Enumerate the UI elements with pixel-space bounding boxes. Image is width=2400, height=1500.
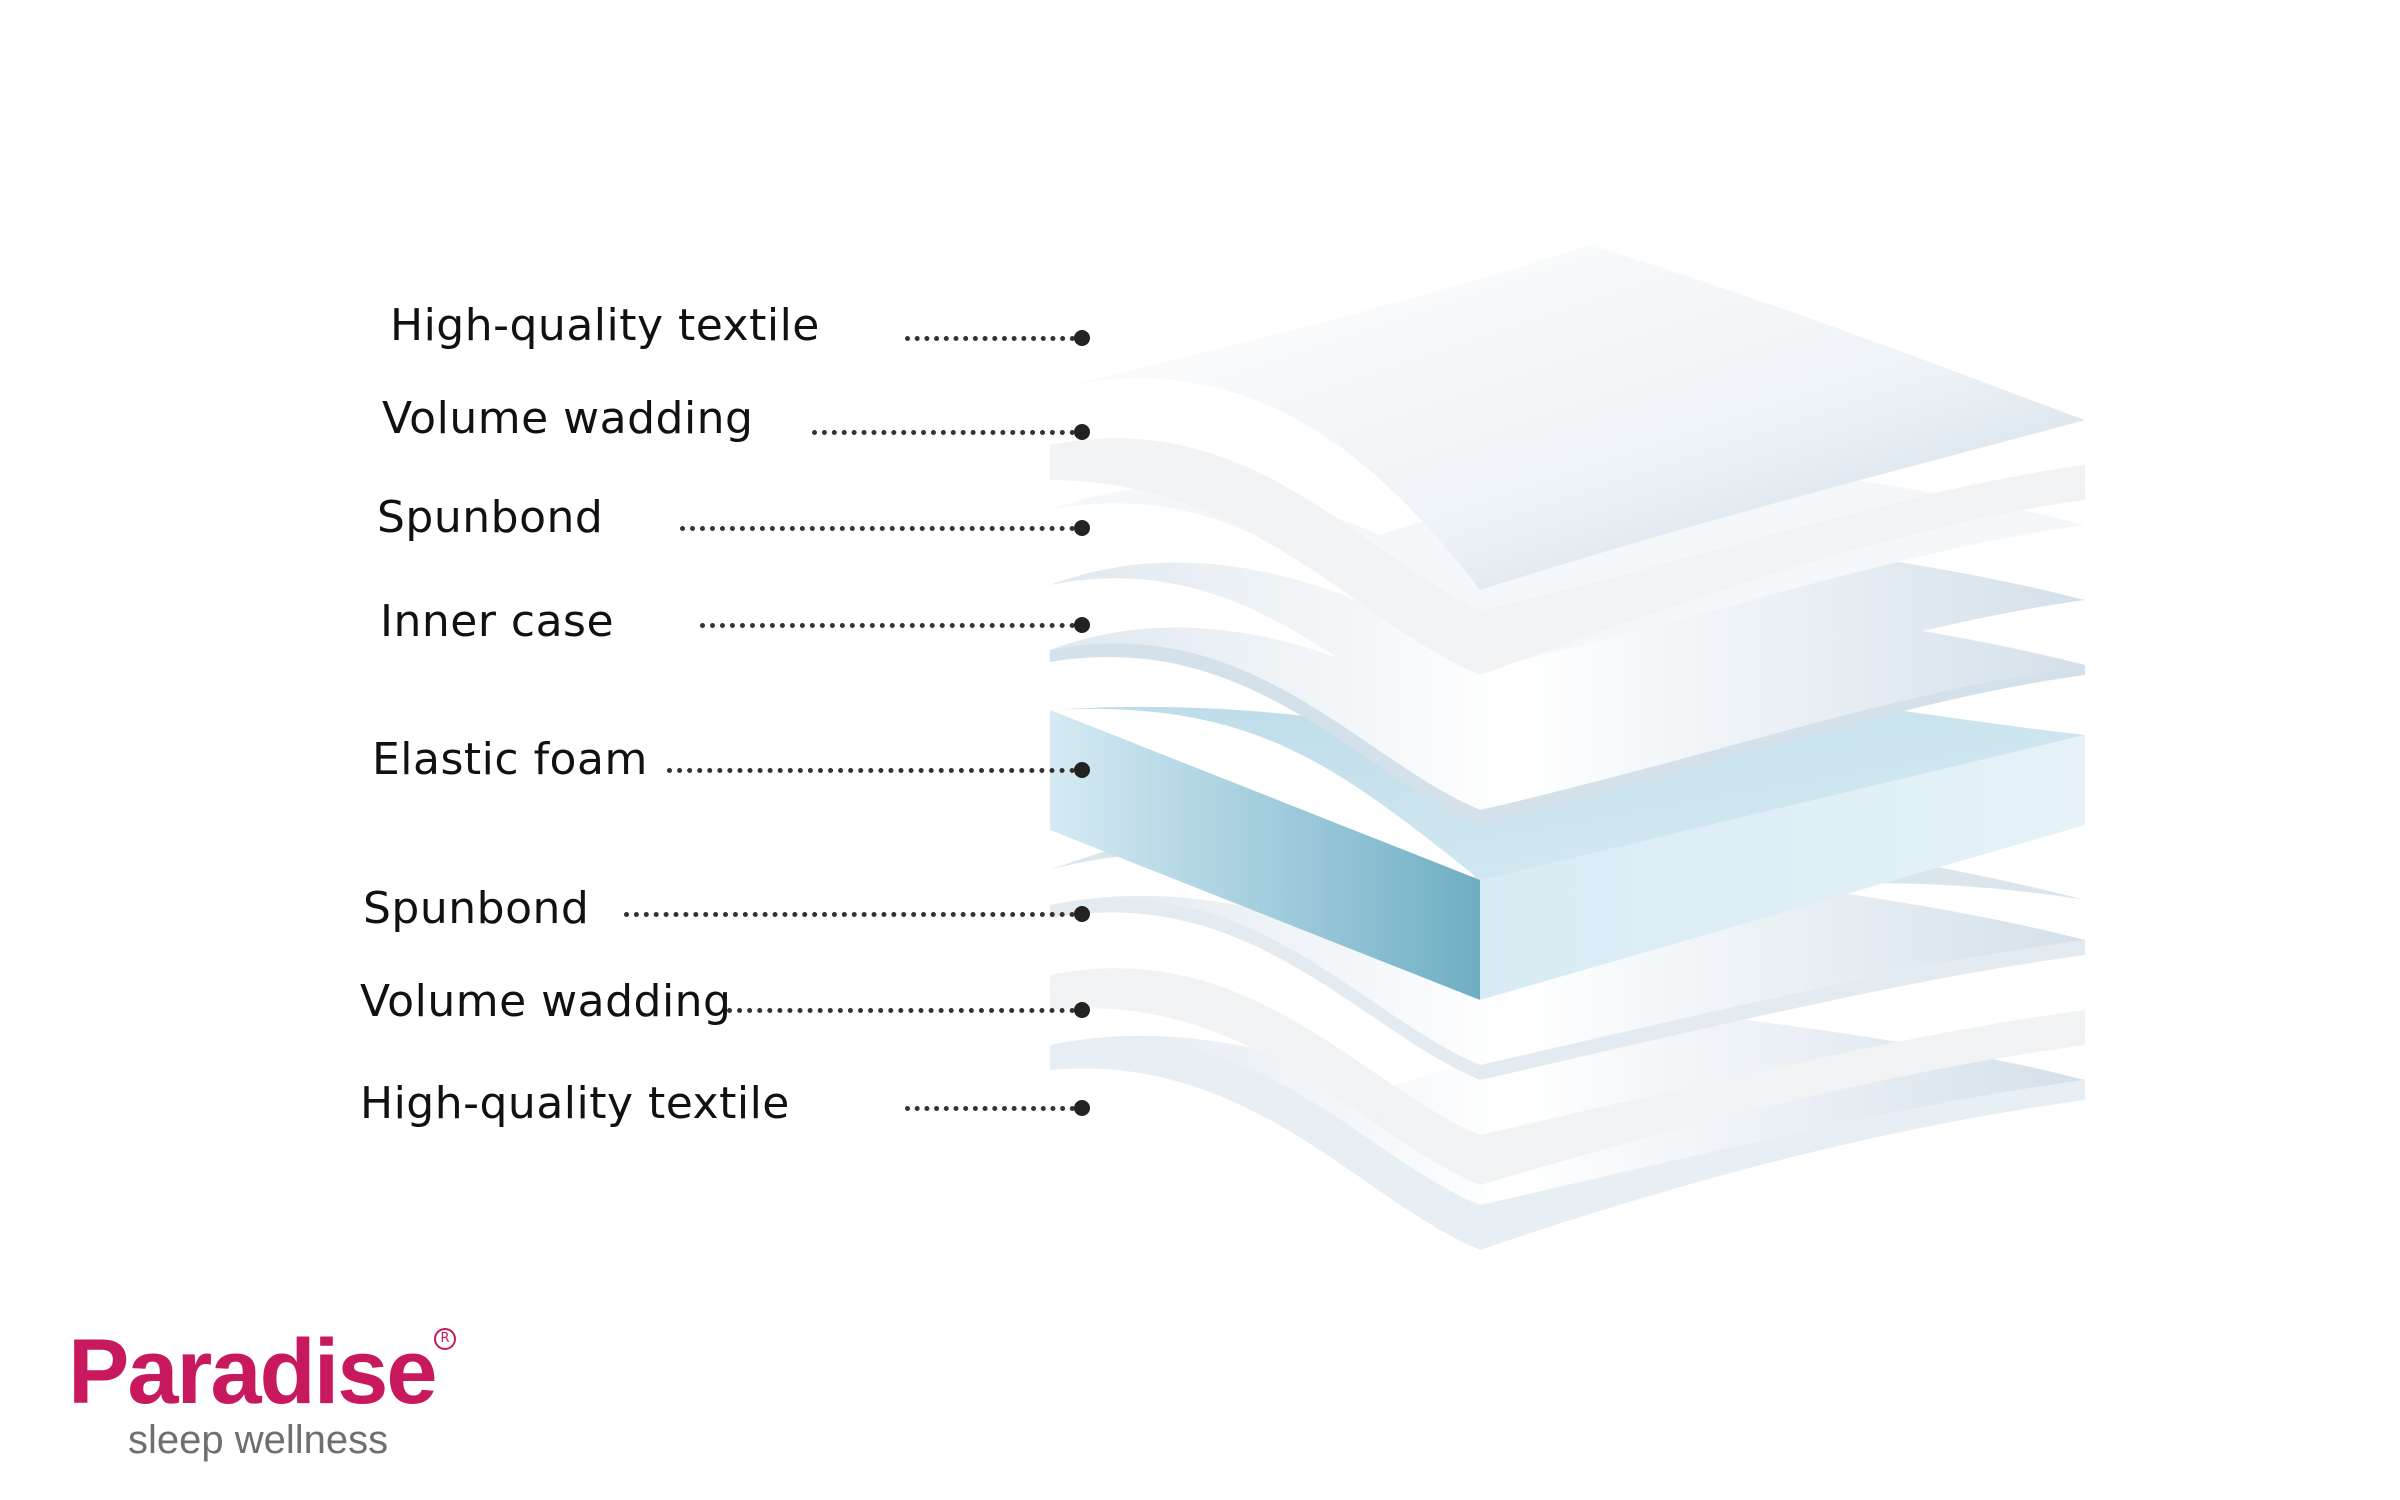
leader-line-inner-case bbox=[700, 623, 1075, 628]
layer-top-wadding bbox=[1050, 438, 2085, 675]
label-volume-wadding-top: Volume wadding bbox=[382, 393, 754, 444]
leader-line-elastic-foam bbox=[667, 768, 1075, 773]
logo-tagline: sleep wellness bbox=[128, 1418, 389, 1462]
leader-line-spunbond-top bbox=[680, 526, 1075, 531]
leader-line-volume-wadding-bottom bbox=[727, 1008, 1075, 1013]
label-spunbond-top: Spunbond bbox=[377, 492, 604, 543]
leader-line-high-quality-textile-bottom bbox=[905, 1106, 1075, 1111]
leader-dot-spunbond-top bbox=[1074, 520, 1090, 536]
leader-dot-inner-case bbox=[1074, 617, 1090, 633]
registered-mark: R bbox=[434, 1328, 456, 1350]
leader-dot-spunbond-bottom bbox=[1074, 906, 1090, 922]
layer-top-textile bbox=[1050, 245, 2085, 590]
leader-dot-volume-wadding-top bbox=[1074, 424, 1090, 440]
leader-dot-elastic-foam bbox=[1074, 762, 1090, 778]
leader-dot-high-quality-textile-top bbox=[1074, 330, 1090, 346]
layer-bottom-wadding bbox=[1050, 968, 2085, 1185]
leader-dot-volume-wadding-bottom bbox=[1074, 1002, 1090, 1018]
label-high-quality-textile-top: High-quality textile bbox=[390, 300, 820, 351]
label-volume-wadding-bottom: Volume wadding bbox=[360, 976, 732, 1027]
paradise-logo: Paradise R sleep wellness bbox=[68, 1320, 488, 1462]
label-inner-case: Inner case bbox=[380, 596, 615, 647]
leader-line-high-quality-textile-top bbox=[905, 336, 1075, 341]
label-elastic-foam: Elastic foam bbox=[372, 734, 648, 785]
logo-wordmark: Paradise bbox=[68, 1321, 438, 1423]
label-high-quality-textile-bottom: High-quality textile bbox=[360, 1078, 790, 1129]
leader-dot-high-quality-textile-bottom bbox=[1074, 1100, 1090, 1116]
leader-line-spunbond-bottom bbox=[624, 912, 1075, 917]
label-spunbond-bottom: Spunbond bbox=[363, 883, 590, 934]
leader-line-volume-wadding-top bbox=[812, 430, 1075, 435]
